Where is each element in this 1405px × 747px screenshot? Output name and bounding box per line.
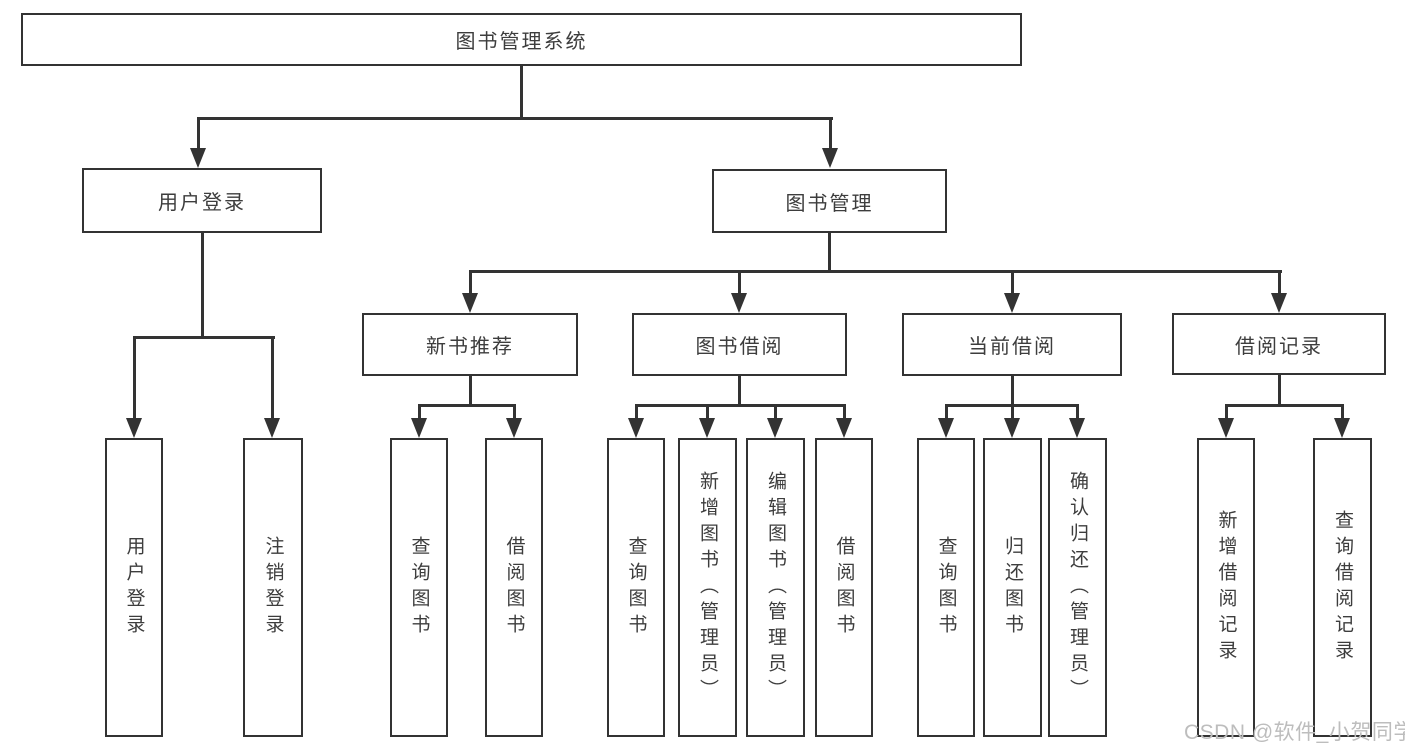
node-library-management-system: 图书管理系统 [21,13,1022,66]
connector-level3-rail [469,270,1282,273]
arrowhead-to-br-add [1218,418,1234,438]
leaf-newrec-borrow-books: 借阅图书 [485,438,543,737]
leaf-add-borrow-record: 新增借阅记录 [1197,438,1255,737]
connector-borrow-records-rail [1225,404,1344,407]
leaf-return-books: 归还图书 [983,438,1042,737]
connector-to-user-login-leaf [133,336,136,418]
connector-to-cb-query [945,404,948,418]
leaf-borrowing-query-books: 查询图书 [607,438,665,737]
connector-to-bb-query [635,404,638,418]
arrowhead-to-nb-query [411,418,427,438]
arrowhead-to-cb-query [938,418,954,438]
connector-level2-rail [197,117,833,120]
arrowhead-to-bb-edit [767,418,783,438]
arrowhead-to-book-borrow [731,293,747,313]
connector-to-book-mgmt [829,117,832,150]
node-borrow-records: 借阅记录 [1172,313,1386,375]
leaf-confirm-return-admin: 确认归还（管理员） [1048,438,1107,737]
connector-book-borrow-rail [635,404,846,407]
connector-to-book-borrow [738,270,741,293]
connector-to-cb-return [1011,404,1014,418]
connector-to-bb-borrow [843,404,846,418]
connector-current-borrow-trunk [1011,376,1014,407]
arrowhead-to-cb-return [1004,418,1020,438]
node-current-borrowing: 当前借阅 [902,313,1122,376]
arrowhead-to-borrow-records [1271,293,1287,313]
arrowhead-to-bb-add [699,418,715,438]
leaf-user-login: 用户登录 [105,438,163,737]
connector-to-nb-borrow [513,404,516,418]
connector-new-book-trunk [469,376,472,407]
connector-new-book-rail [418,404,516,407]
connector-to-bb-add [706,404,709,418]
connector-user-login-rail [133,336,275,339]
connector-to-new-book-rec [469,270,472,293]
node-user-login: 用户登录 [82,168,322,233]
connector-to-bb-edit [774,404,777,418]
leaf-newrec-query-books: 查询图书 [390,438,448,737]
connector-to-nb-query [418,404,421,418]
connector-book-borrow-trunk [738,376,741,407]
node-book-borrowing: 图书借阅 [632,313,847,376]
arrowhead-to-br-query [1334,418,1350,438]
connector-to-borrow-records [1278,270,1281,293]
arrowhead-to-cb-confirm [1069,418,1085,438]
leaf-logout: 注销登录 [243,438,303,737]
connector-book-mgmt-trunk [828,233,831,273]
arrowhead-to-bb-borrow [836,418,852,438]
connector-user-login-trunk [201,233,204,339]
connector-to-current-borrow [1011,270,1014,293]
connector-to-br-add [1225,404,1228,418]
connector-to-logout-leaf [271,336,274,418]
connector-borrow-records-trunk [1278,375,1281,407]
arrowhead-to-current-borrow [1004,293,1020,313]
leaf-add-books-admin: 新增图书（管理员） [678,438,737,737]
leaf-edit-books-admin: 编辑图书（管理员） [746,438,805,737]
leaf-borrowing-borrow-books: 借阅图书 [815,438,873,737]
node-book-management: 图书管理 [712,169,947,233]
arrowhead-to-nb-borrow [506,418,522,438]
connector-to-br-query [1341,404,1344,418]
arrowhead-to-user-login [190,148,206,168]
node-new-book-recommendation: 新书推荐 [362,313,578,376]
leaf-current-query-books: 查询图书 [917,438,975,737]
connector-to-cb-confirm [1076,404,1079,418]
connector-to-user-login [197,117,200,150]
arrowhead-to-logout-leaf [264,418,280,438]
connector-root-trunk [520,66,523,118]
arrowhead-to-user-login-leaf [126,418,142,438]
leaf-query-borrow-record: 查询借阅记录 [1313,438,1372,737]
arrowhead-to-new-book-rec [462,293,478,313]
arrowhead-to-book-mgmt [822,148,838,168]
arrowhead-to-bb-query [628,418,644,438]
csdn-watermark: CSDN @软件_小贺同学 [1184,721,1405,744]
